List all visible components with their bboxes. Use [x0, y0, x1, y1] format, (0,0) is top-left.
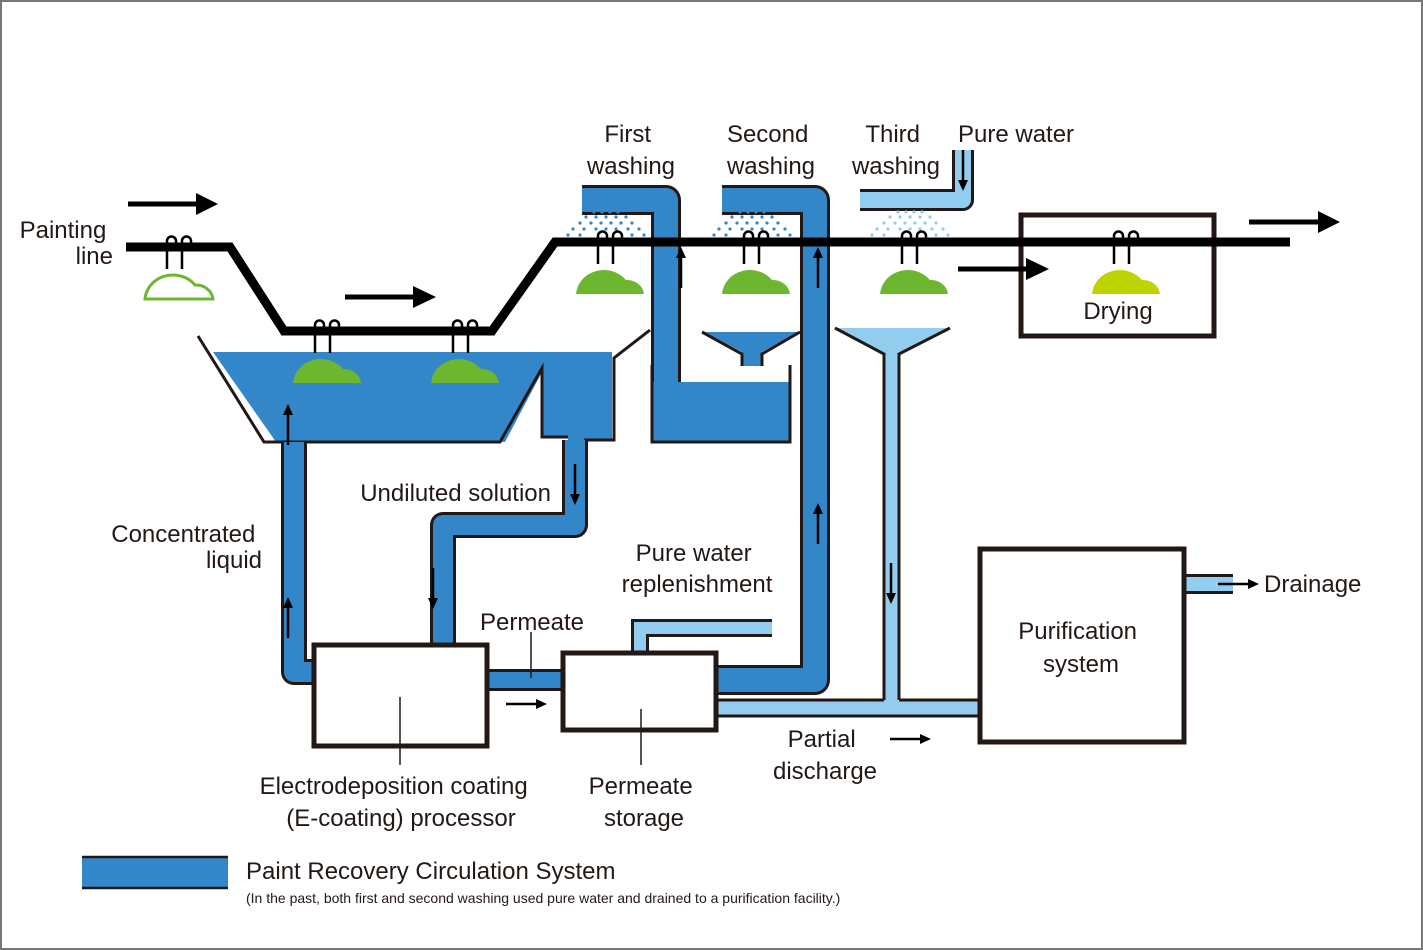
painting-line-label: Painting line — [20, 217, 113, 270]
workpiece-body — [1092, 269, 1160, 294]
arrow-down-icon — [428, 568, 438, 609]
workpiece-group — [143, 230, 1160, 383]
arrow-up-icon — [813, 247, 823, 288]
permeate-pipe — [488, 632, 563, 691]
second-washing-label: Second washing — [726, 121, 815, 180]
painting-line-conveyor — [126, 237, 1290, 336]
second-washing-tank — [650, 330, 801, 444]
arrow-down-icon — [570, 464, 580, 505]
spray-nozzle-icon — [870, 210, 950, 237]
pure-water-label: Pure water — [958, 121, 1074, 148]
labels: Painting line First washing Second washi… — [20, 121, 1362, 832]
spray-nozzle-icon — [566, 210, 646, 237]
workpiece — [880, 230, 948, 294]
drainage-label: Drainage — [1264, 571, 1361, 598]
purification-system-box — [977, 546, 1187, 745]
arrow-up-icon — [283, 404, 293, 445]
workpiece-body — [722, 269, 790, 294]
workpiece — [1092, 230, 1160, 294]
permeate-storage-box — [560, 650, 719, 733]
ecoating-tank-liquid — [213, 352, 612, 460]
ecoating-tank-outline-left — [196, 335, 568, 444]
pure-water-replenishment-pipe — [631, 619, 772, 655]
undiluted-solution-label: Undiluted solution — [360, 480, 551, 507]
arrow-up-icon — [813, 503, 823, 544]
third-washing-funnel — [834, 326, 951, 705]
concentrated-liquid-label: Concentrated liquid — [111, 521, 262, 574]
workpiece — [293, 319, 361, 383]
legend-swatch — [82, 858, 228, 888]
arrow-right-icon — [345, 286, 436, 308]
permeate-storage-label: Permeate storage — [589, 773, 700, 832]
hanger-hook-icon — [900, 230, 928, 264]
spray-nozzle-icon — [712, 210, 792, 237]
ecoating-tank-outline-right — [584, 328, 651, 442]
arrow-right-icon — [1249, 211, 1340, 233]
workpiece — [431, 319, 499, 383]
concentrated-liquid-pipe — [281, 442, 314, 685]
arrow-down-icon — [886, 563, 896, 604]
second-washing-circulation-pipe — [716, 185, 830, 695]
pipe-flow-arrows — [283, 150, 1259, 744]
drying-label: Drying — [1083, 298, 1152, 325]
arrow-right-icon — [958, 258, 1049, 280]
third-washing-label: Third washing — [851, 121, 940, 180]
arrow-right-icon — [1218, 579, 1259, 589]
drying-box — [1018, 212, 1217, 339]
workpiece-body — [576, 269, 644, 294]
pure-water-replenishment-label: Pure water replenishment — [622, 540, 773, 598]
conveyor-direction-arrows — [128, 193, 1340, 308]
partial-discharge-label: Partial discharge — [773, 726, 877, 785]
hanger-hook-icon — [313, 319, 341, 353]
arrow-down-icon — [958, 150, 968, 191]
second-washing-funnel — [705, 332, 798, 366]
hanger-hook-icon — [596, 230, 624, 264]
workpiece-body — [293, 358, 361, 383]
hanger-hook-icon — [1112, 230, 1140, 264]
partial-discharge-pipe — [716, 698, 980, 718]
arrow-right-icon — [890, 734, 931, 744]
first-washing-label: First washing — [586, 121, 675, 180]
workpiece-body — [431, 358, 499, 383]
legend: Paint Recovery Circulation System (In th… — [82, 855, 840, 906]
purification-system-label: Purification system — [1018, 618, 1143, 678]
legend-title: Paint Recovery Circulation System — [246, 858, 615, 885]
spray-group — [566, 210, 950, 237]
workpiece-body — [143, 273, 215, 301]
first-washing-circulation-pipe — [582, 185, 681, 385]
workpiece — [722, 230, 790, 294]
arrow-up-icon — [283, 597, 293, 638]
workpiece — [576, 230, 644, 294]
legend-note: (In the past, both first and second wash… — [246, 890, 840, 906]
workpiece — [143, 235, 215, 301]
arrow-right-icon — [506, 699, 547, 709]
workpiece-body — [880, 269, 948, 294]
arrow-up-icon — [676, 247, 686, 288]
hanger-hook-icon — [451, 319, 479, 353]
arrow-right-icon — [128, 193, 218, 215]
hanger-hook-icon — [742, 230, 770, 264]
ecoating-processor-label: Electrodeposition coating (E-coating) pr… — [260, 773, 535, 832]
permeate-label: Permeate — [480, 609, 584, 636]
hanger-hook-icon — [165, 235, 193, 269]
